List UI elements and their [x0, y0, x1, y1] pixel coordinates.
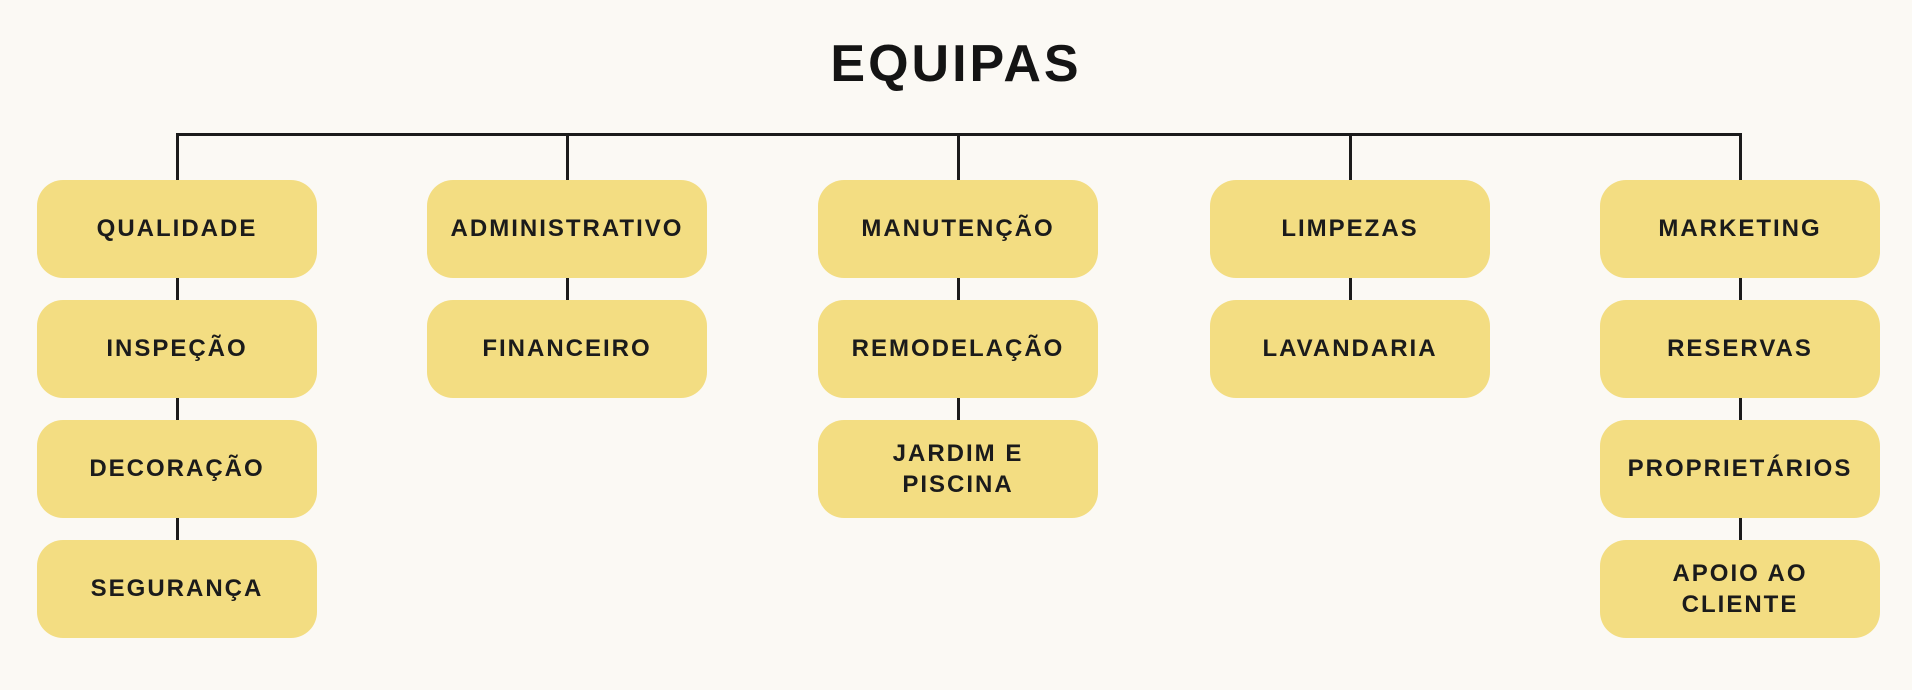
node-label: PROPRIETÁRIOS [1627, 455, 1853, 483]
connector-stem-marketing [1739, 133, 1742, 180]
connector-vertical [1738, 518, 1742, 540]
column-limpezas: LIMPEZAS LAVANDARIA [1210, 180, 1490, 398]
node-inspecao: INSPEÇÃO [37, 300, 317, 398]
connector-stem-qualidade [176, 133, 179, 180]
connector-vertical [175, 398, 179, 420]
connector-vertical [1348, 278, 1352, 300]
node-reservas: RESERVAS [1600, 300, 1880, 398]
connector-stem-administrativo [566, 133, 569, 180]
node-label: QUALIDADE [96, 215, 258, 243]
column-administrativo: ADMINISTRATIVO FINANCEIRO [427, 180, 707, 398]
node-label: LIMPEZAS [1281, 215, 1419, 243]
node-label: JARDIM E PISCINA [892, 439, 1024, 498]
column-qualidade: QUALIDADE INSPEÇÃO DECORAÇÃO SEGURANÇA [37, 180, 317, 638]
connector-vertical [1738, 398, 1742, 420]
node-label: SEGURANÇA [90, 575, 264, 603]
node-remodelacao: REMODELAÇÃO [818, 300, 1098, 398]
connector-stem-limpezas [1349, 133, 1352, 180]
connector-vertical [1738, 278, 1742, 300]
chart-title: EQUIPAS [830, 35, 1082, 93]
column-marketing: MARKETING RESERVAS PROPRIETÁRIOS APOIO A… [1600, 180, 1880, 638]
node-manutencao: MANUTENÇÃO [818, 180, 1098, 278]
node-decoracao: DECORAÇÃO [37, 420, 317, 518]
node-financeiro: FINANCEIRO [427, 300, 707, 398]
node-label: ADMINISTRATIVO [450, 215, 684, 243]
node-qualidade: QUALIDADE [37, 180, 317, 278]
node-label: MARKETING [1658, 215, 1822, 243]
node-administrativo: ADMINISTRATIVO [427, 180, 707, 278]
node-proprietarios: PROPRIETÁRIOS [1600, 420, 1880, 518]
node-limpezas: LIMPEZAS [1210, 180, 1490, 278]
connector-vertical [175, 518, 179, 540]
node-label: FINANCEIRO [482, 335, 652, 363]
connector-vertical [565, 278, 569, 300]
node-lavandaria: LAVANDARIA [1210, 300, 1490, 398]
node-jardim-e-piscina: JARDIM E PISCINA [818, 420, 1098, 518]
column-manutencao: MANUTENÇÃO REMODELAÇÃO JARDIM E PISCINA [818, 180, 1098, 518]
connector-stem-manutencao [957, 133, 960, 180]
node-label: LAVANDARIA [1262, 335, 1438, 363]
node-marketing: MARKETING [1600, 180, 1880, 278]
node-label: RESERVAS [1667, 335, 1813, 363]
node-label: REMODELAÇÃO [851, 335, 1065, 363]
node-apoio-ao-cliente: APOIO AO CLIENTE [1600, 540, 1880, 638]
node-label: MANUTENÇÃO [861, 215, 1055, 243]
connector-vertical [175, 278, 179, 300]
node-label: INSPEÇÃO [106, 335, 248, 363]
node-label: DECORAÇÃO [89, 455, 265, 483]
node-seguranca: SEGURANÇA [37, 540, 317, 638]
connector-vertical [956, 278, 960, 300]
node-label: APOIO AO CLIENTE [1672, 559, 1808, 618]
connector-vertical [956, 398, 960, 420]
